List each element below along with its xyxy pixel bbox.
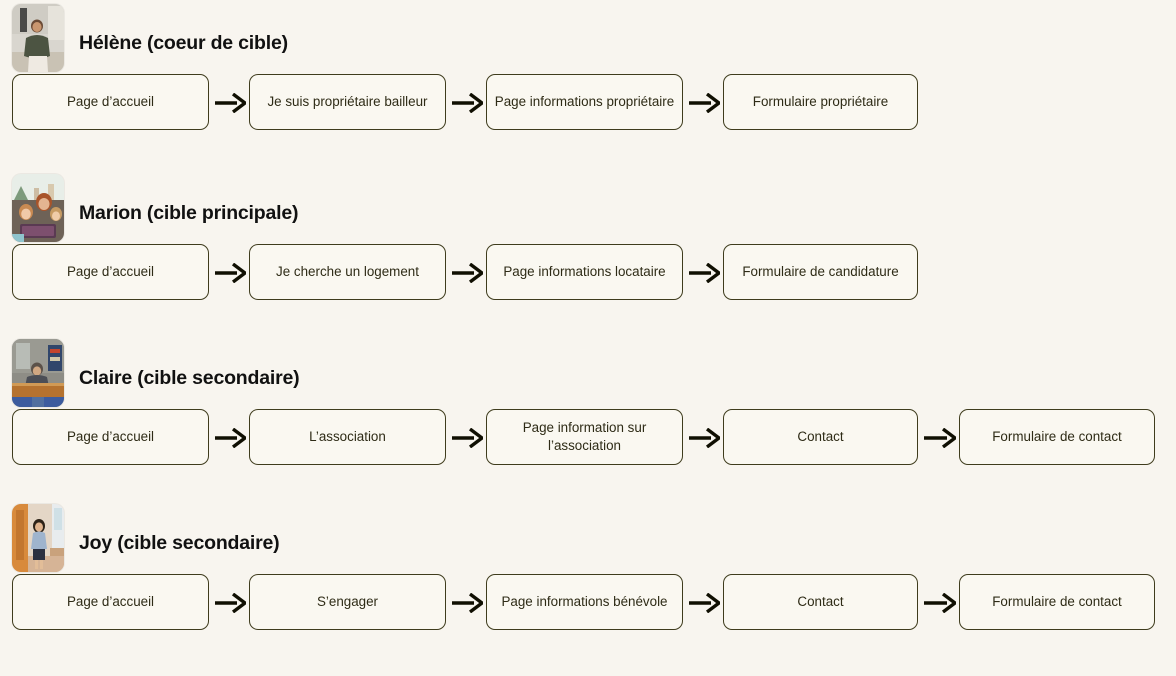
persona-name: Claire (cible secondaire) — [79, 367, 300, 389]
flow-step-node[interactable]: Page informations propriétaire — [486, 74, 683, 130]
flow-step-node[interactable]: Formulaire de contact — [959, 409, 1155, 465]
flow-step-label: S’engager — [316, 593, 379, 609]
flow-arrow-icon — [689, 263, 720, 283]
avatar-marion-icon — [12, 174, 64, 242]
persona-name: Joy (cible secondaire) — [79, 532, 280, 554]
flow-step-label: Je suis propriétaire bailleur — [267, 93, 428, 109]
flow-arrow-icon — [215, 93, 246, 113]
flow-step-node[interactable]: Formulaire de candidature — [723, 244, 918, 300]
flow-arrow-icon — [689, 593, 720, 613]
flow-arrow-icon — [924, 428, 956, 448]
flow-step-label: Page d’accueil — [66, 593, 155, 609]
flow-step-node[interactable]: Page d’accueil — [12, 409, 209, 465]
persona-name: Hélène (coeur de cible) — [79, 32, 288, 54]
flow-step-node[interactable]: Je suis propriétaire bailleur — [249, 74, 446, 130]
flow-step-node[interactable]: L’association — [249, 409, 446, 465]
persona-header: Marion (cible principale) — [0, 172, 1176, 244]
avatar-claire-icon — [12, 339, 64, 407]
persona-name: Marion (cible principale) — [79, 202, 299, 224]
flow-arrow-icon — [215, 428, 246, 448]
flow-arrow-icon — [452, 93, 483, 113]
flow-step-node[interactable]: Formulaire de contact — [959, 574, 1155, 630]
flow-step-label: Contact — [797, 428, 844, 444]
flow-arrow-icon — [215, 593, 246, 613]
persona-block: Marion (cible principale) Page d’accueil J… — [0, 172, 1176, 304]
flow-step-label: Formulaire de candidature — [742, 263, 899, 279]
avatar-joy-icon — [12, 504, 64, 572]
flow-step-label: Contact — [797, 593, 844, 609]
persona-flow: Page d’accueil Je suis propriétaire baill… — [0, 74, 1176, 134]
flow-step-node[interactable]: Je cherche un logement — [249, 244, 446, 300]
flow-step-label: Page informations locataire — [503, 263, 666, 279]
flow-arrow-icon — [924, 593, 956, 613]
flow-step-label: Formulaire de contact — [992, 593, 1122, 609]
flow-arrow-icon — [689, 93, 720, 113]
flow-step-node[interactable]: Page informations locataire — [486, 244, 683, 300]
flow-step-node[interactable]: Page d’accueil — [12, 244, 209, 300]
persona-block: Joy (cible secondaire) Page d’accueil S’en… — [0, 502, 1176, 634]
flow-step-label: Formulaire de contact — [992, 428, 1122, 444]
flow-step-node[interactable]: Formulaire propriétaire — [723, 74, 918, 130]
flow-step-node[interactable]: S’engager — [249, 574, 446, 630]
flow-step-label: Page d’accueil — [66, 263, 155, 279]
flow-arrow-icon — [215, 263, 246, 283]
flow-step-label: L’association — [309, 428, 386, 444]
flow-arrow-icon — [452, 428, 483, 448]
flow-step-label: Formulaire propriétaire — [752, 93, 889, 109]
persona-block: Hélène (coeur de cible) Page d’accueil Je … — [0, 2, 1176, 134]
flow-step-node[interactable]: Page d’accueil — [12, 574, 209, 630]
persona-block: Claire (cible secondaire) Page d’accueil L… — [0, 337, 1176, 469]
flow-step-node[interactable]: Page d’accueil — [12, 74, 209, 130]
persona-header: Hélène (coeur de cible) — [0, 2, 1176, 74]
flow-step-node[interactable]: Contact — [723, 409, 918, 465]
avatar-helene-icon — [12, 4, 64, 72]
persona-flow: Page d’accueil S’engager Page informations… — [0, 574, 1176, 634]
flow-step-node[interactable]: Page information sur l’association — [486, 409, 683, 465]
flow-step-label: Page information sur l’association — [522, 419, 647, 453]
flow-step-label: Page d’accueil — [66, 93, 155, 109]
persona-flow: Page d’accueil Je cherche un logement Page… — [0, 244, 1176, 304]
persona-header: Joy (cible secondaire) — [0, 502, 1176, 574]
flow-step-label: Page informations propriétaire — [494, 93, 675, 109]
persona-header: Claire (cible secondaire) — [0, 337, 1176, 409]
flow-step-label: Page informations bénévole — [501, 593, 668, 609]
persona-flow: Page d’accueil L’association Page informat… — [0, 409, 1176, 469]
flow-step-node[interactable]: Contact — [723, 574, 918, 630]
flow-arrow-icon — [452, 263, 483, 283]
flow-arrow-icon — [689, 428, 720, 448]
flow-step-label: Page d’accueil — [66, 428, 155, 444]
flow-step-node[interactable]: Page informations bénévole — [486, 574, 683, 630]
flow-arrow-icon — [452, 593, 483, 613]
flow-step-label: Je cherche un logement — [276, 263, 419, 279]
